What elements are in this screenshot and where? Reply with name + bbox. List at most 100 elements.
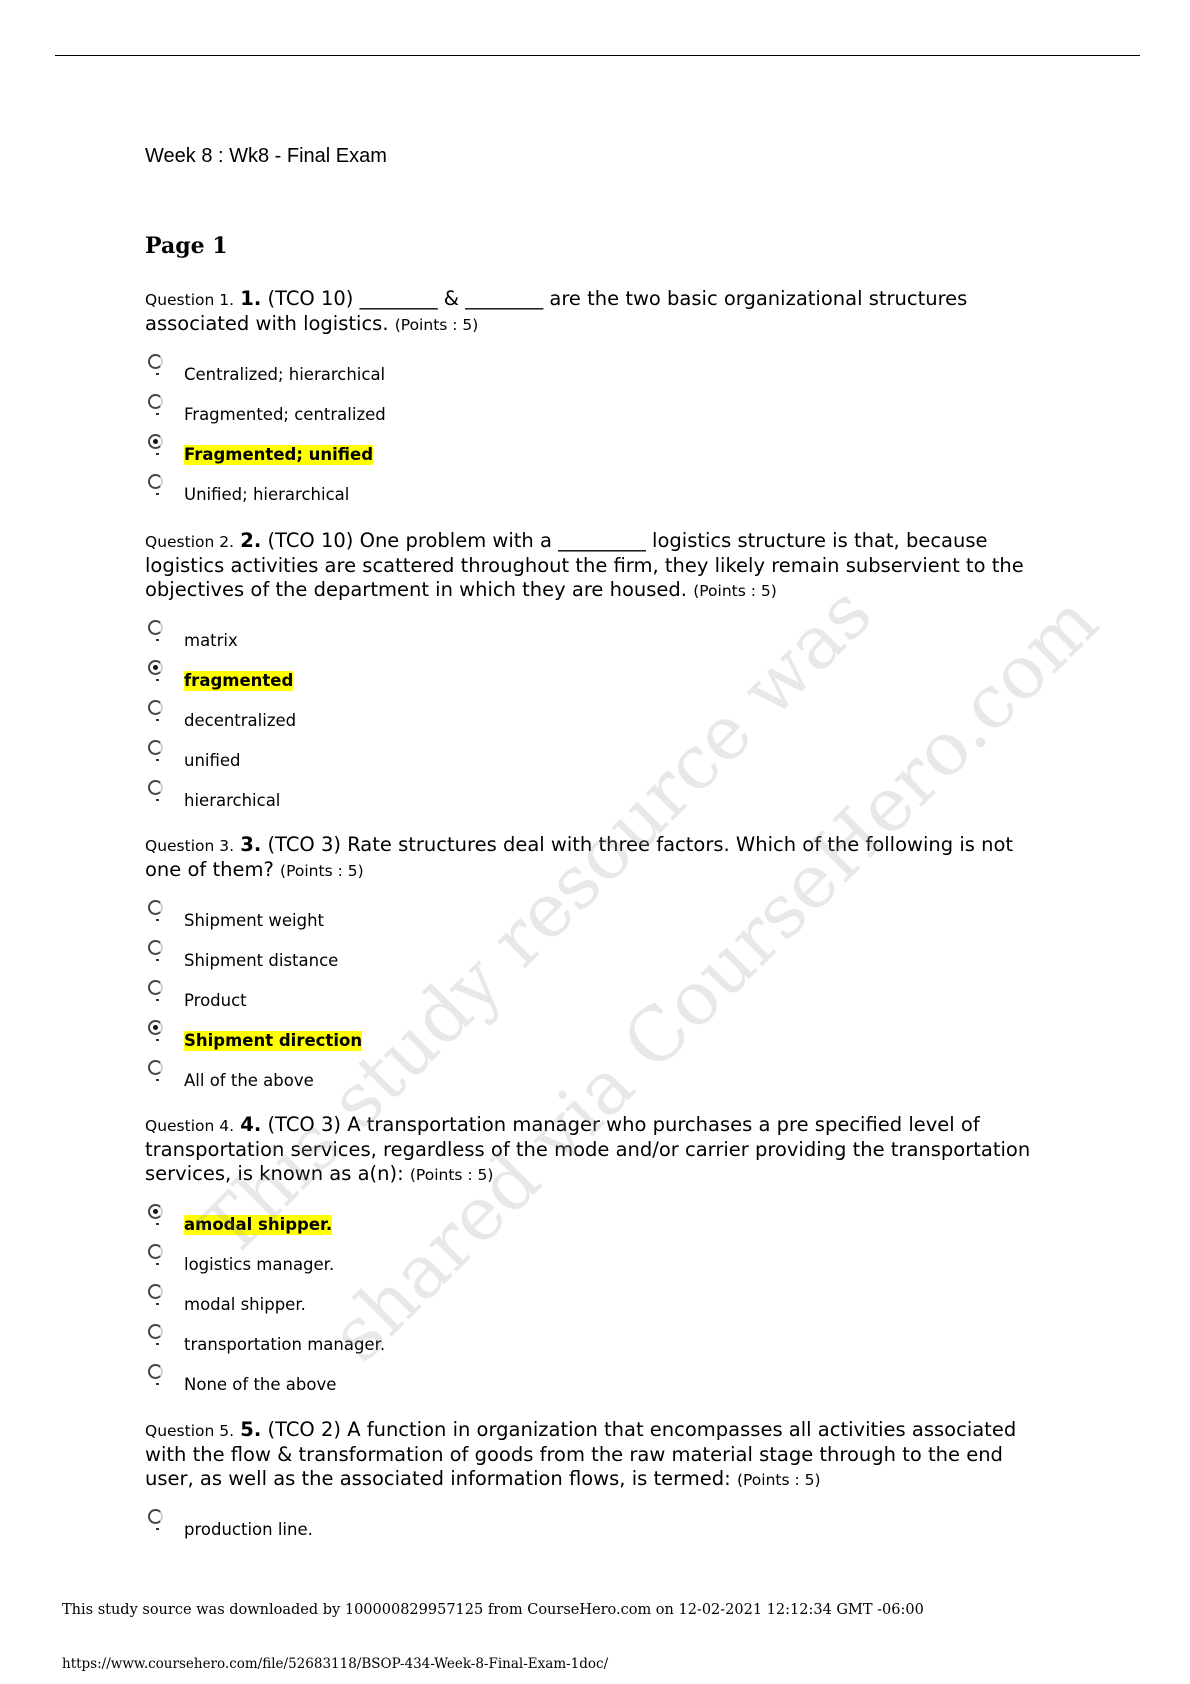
top-divider (55, 55, 1140, 56)
question-1: Question 1. 1. (TCO 10) ________ & _____… (145, 287, 1045, 511)
question-points: (Points : 5) (394, 316, 479, 334)
answer-option[interactable]: modal shipper. (145, 1281, 1045, 1321)
answer-option-selected[interactable]: Fragmented; unified (145, 431, 1045, 471)
answer-option[interactable]: transportation manager. (145, 1321, 1045, 1361)
option-label: Fragmented; centralized (184, 405, 386, 424)
question-number: 3. (240, 833, 262, 856)
question-5: Question 5. 5. (TCO 2) A function in org… (145, 1418, 1045, 1546)
radio-button[interactable] (148, 394, 163, 409)
option-label-selected: fragmented (184, 671, 294, 691)
option-label: Shipment distance (184, 951, 339, 970)
question-body: (TCO 3) Rate structures deal with three … (145, 833, 1014, 881)
answer-options: amodal shipper. logistics manager. modal… (145, 1201, 1045, 1401)
radio-button[interactable] (148, 1060, 163, 1075)
radio-button[interactable] (148, 620, 163, 635)
question-text: Question 3. 3. (TCO 3) Rate structures d… (145, 833, 1045, 883)
question-number: 4. (240, 1113, 262, 1136)
answer-option[interactable]: Product (145, 977, 1045, 1017)
option-label: decentralized (184, 711, 297, 730)
source-url: https://www.coursehero.com/file/52683118… (62, 1656, 609, 1672)
answer-option[interactable]: decentralized (145, 697, 1045, 737)
answer-option[interactable]: Fragmented; centralized (145, 391, 1045, 431)
radio-button[interactable] (148, 980, 163, 995)
answer-option[interactable]: All of the above (145, 1057, 1045, 1097)
question-4: Question 4. 4. (TCO 3) A transportation … (145, 1113, 1045, 1401)
answer-option-selected[interactable]: fragmented (145, 657, 1045, 697)
option-label: Product (184, 991, 247, 1010)
question-prefix: Question 5. (145, 1422, 235, 1440)
question-prefix: Question 3. (145, 837, 235, 855)
answer-option[interactable]: hierarchical (145, 777, 1045, 817)
answer-options: Centralized; hierarchical Fragmented; ce… (145, 351, 1045, 511)
radio-button-checked[interactable] (148, 1020, 163, 1035)
question-text: Question 1. 1. (TCO 10) ________ & _____… (145, 287, 1045, 337)
question-points: (Points : 5) (736, 1471, 821, 1489)
question-number: 1. (240, 287, 262, 310)
radio-button[interactable] (148, 900, 163, 915)
option-label: logistics manager. (184, 1255, 335, 1274)
radio-button[interactable] (148, 1509, 163, 1524)
radio-button-checked[interactable] (148, 1204, 163, 1219)
option-label: All of the above (184, 1071, 314, 1090)
answer-option[interactable]: unified (145, 737, 1045, 777)
question-prefix: Question 2. (145, 533, 235, 551)
download-notice: This study source was downloaded by 1000… (62, 1602, 924, 1618)
radio-button[interactable] (148, 700, 163, 715)
exam-title: Week 8 : Wk8 - Final Exam (145, 145, 387, 167)
radio-button[interactable] (148, 1244, 163, 1259)
answer-option[interactable]: Shipment weight (145, 897, 1045, 937)
option-label: Unified; hierarchical (184, 485, 350, 504)
question-points: (Points : 5) (693, 582, 777, 600)
option-label: hierarchical (184, 791, 281, 810)
question-prefix: Question 1. (145, 291, 235, 309)
answer-option[interactable]: matrix (145, 617, 1045, 657)
option-label: Shipment weight (184, 911, 325, 930)
question-body: (TCO 2) A function in organization that … (145, 1418, 1017, 1490)
question-text: Question 4. 4. (TCO 3) A transportation … (145, 1113, 1045, 1187)
radio-button-checked[interactable] (148, 660, 163, 675)
radio-button[interactable] (148, 1324, 163, 1339)
question-3: Question 3. 3. (TCO 3) Rate structures d… (145, 833, 1045, 1097)
question-body: (TCO 10) One problem with a _________ lo… (145, 529, 1024, 601)
question-body: (TCO 10) ________ & ________ are the two… (145, 287, 968, 335)
question-text: Question 5. 5. (TCO 2) A function in org… (145, 1418, 1045, 1492)
answer-option[interactable]: None of the above (145, 1361, 1045, 1401)
option-label: modal shipper. (184, 1295, 306, 1314)
radio-button[interactable] (148, 940, 163, 955)
question-prefix: Question 4. (145, 1117, 235, 1135)
question-number: 5. (240, 1418, 262, 1441)
radio-button[interactable] (148, 474, 163, 489)
option-label-selected: amodal shipper. (184, 1215, 333, 1235)
option-label: transportation manager. (184, 1335, 386, 1354)
answer-option[interactable]: Centralized; hierarchical (145, 351, 1045, 391)
question-2: Question 2. 2. (TCO 10) One problem with… (145, 529, 1045, 817)
option-label: unified (184, 751, 241, 770)
answer-options: production line. (145, 1506, 1045, 1546)
radio-button-checked[interactable] (148, 434, 163, 449)
radio-button[interactable] (148, 1284, 163, 1299)
option-label-selected: Fragmented; unified (184, 445, 374, 465)
radio-button[interactable] (148, 1364, 163, 1379)
answer-option-selected[interactable]: Shipment direction (145, 1017, 1045, 1057)
radio-button[interactable] (148, 780, 163, 795)
answer-options: Shipment weight Shipment distance Produc… (145, 897, 1045, 1097)
option-label: Centralized; hierarchical (184, 365, 386, 384)
radio-button[interactable] (148, 740, 163, 755)
page-heading: Page 1 (145, 233, 228, 259)
answer-option[interactable]: production line. (145, 1506, 1045, 1546)
option-label: matrix (184, 631, 238, 650)
question-number: 2. (240, 529, 262, 552)
answer-option[interactable]: logistics manager. (145, 1241, 1045, 1281)
question-body: (TCO 3) A transportation manager who pur… (145, 1113, 1031, 1185)
option-label: None of the above (184, 1375, 337, 1394)
question-points: (Points : 5) (280, 862, 364, 880)
answer-option[interactable]: Unified; hierarchical (145, 471, 1045, 511)
radio-button[interactable] (148, 354, 163, 369)
answer-options: matrix fragmented decentralized unified … (145, 617, 1045, 817)
answer-option[interactable]: Shipment distance (145, 937, 1045, 977)
option-label-selected: Shipment direction (184, 1031, 363, 1051)
question-points: (Points : 5) (409, 1166, 494, 1184)
option-label: production line. (184, 1520, 313, 1539)
answer-option-selected[interactable]: amodal shipper. (145, 1201, 1045, 1241)
question-text: Question 2. 2. (TCO 10) One problem with… (145, 529, 1045, 603)
